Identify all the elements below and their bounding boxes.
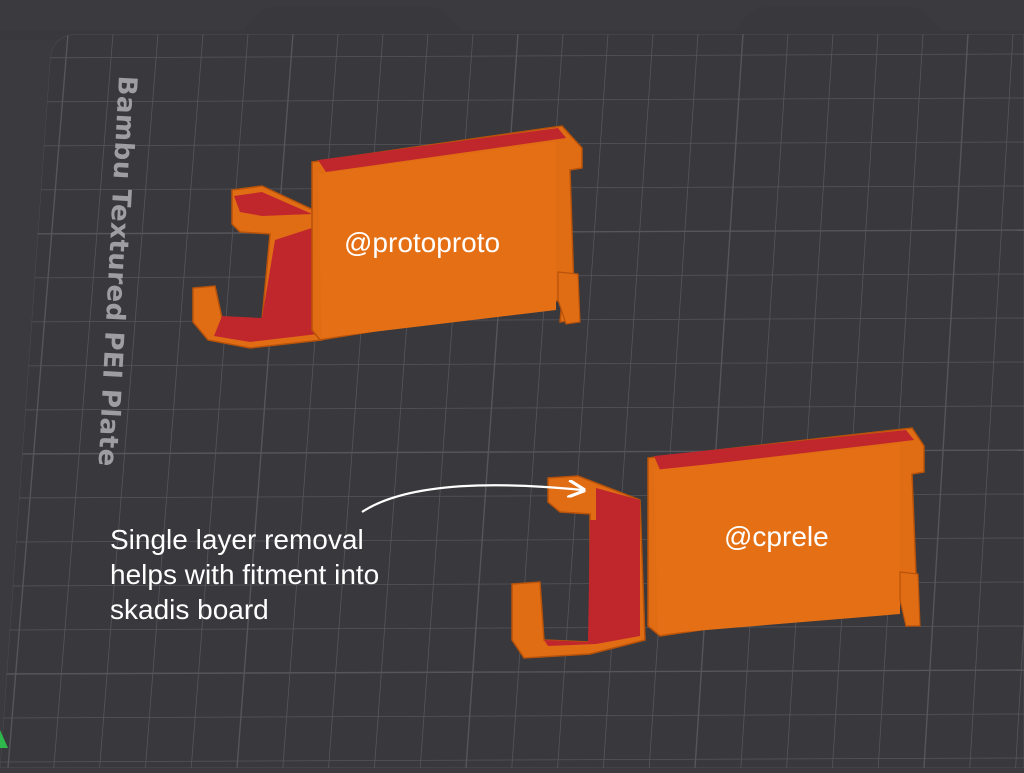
part-label-protoproto: @protoproto xyxy=(344,227,501,258)
grid-line xyxy=(694,34,744,768)
grid-line xyxy=(0,361,1024,367)
part-label-cprele: @cprele xyxy=(724,521,829,552)
grid-line xyxy=(786,34,834,768)
grid-line xyxy=(190,34,249,768)
grid-line xyxy=(740,34,789,768)
grid-line xyxy=(282,34,339,768)
grid-line xyxy=(0,669,1024,675)
plate-top-tab xyxy=(0,6,1024,40)
grid-line xyxy=(53,34,114,768)
grid-line xyxy=(99,34,159,768)
grid-line xyxy=(969,34,1014,768)
part-cprele[interactable] xyxy=(511,427,925,659)
grid-line xyxy=(0,53,1024,59)
grid-line xyxy=(236,34,294,768)
grid-line xyxy=(0,713,1024,719)
grid-line xyxy=(0,97,1024,103)
grid-line xyxy=(648,34,699,768)
axis-indicator-icon xyxy=(0,730,8,748)
grid-line xyxy=(832,34,879,768)
grid-line xyxy=(7,34,69,768)
grid-line xyxy=(1015,34,1024,768)
grid-line xyxy=(0,317,1024,323)
grid-line xyxy=(0,405,1024,411)
grid-line xyxy=(145,34,204,768)
grid-line xyxy=(923,34,969,768)
curved-arrow-icon xyxy=(361,485,582,513)
part-protoproto[interactable] xyxy=(192,125,583,349)
annotation-text: Single layer removal helps with fitment … xyxy=(110,524,380,625)
grid-line xyxy=(877,34,924,768)
